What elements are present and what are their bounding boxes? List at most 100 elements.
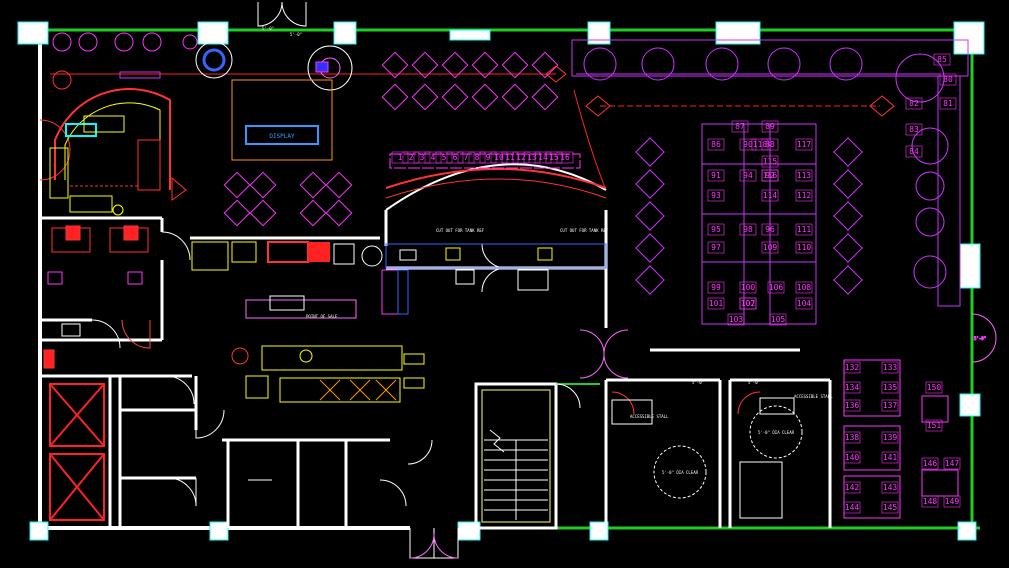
stall-right-label: ACCESSIBLE STALL (794, 394, 833, 399)
table-number-label: 86 (711, 140, 721, 149)
table-number-label: 109 (763, 243, 778, 252)
table-number-box (925, 381, 943, 394)
table-number-label: 12 (516, 153, 526, 162)
table-number-box (435, 151, 453, 164)
table-number-label: 81 (943, 99, 953, 108)
table-number-box (795, 138, 813, 151)
table-number-box (795, 189, 813, 202)
table-number-box (795, 169, 813, 182)
table-number-label: 80 (943, 75, 953, 84)
table-number-label: 101 (709, 299, 724, 308)
table-number-label: 88 (765, 140, 775, 149)
lounge-chairs (52, 32, 353, 91)
elevators (49, 383, 105, 521)
table-number-label: 147 (945, 459, 960, 468)
table-number-box (468, 151, 486, 164)
table-number-label: 106 (769, 283, 784, 292)
table-number-box (939, 73, 957, 86)
table-number-label: 2 (409, 153, 414, 162)
table-number-label: 140 (845, 453, 860, 462)
table-number-label: 89 (765, 122, 775, 131)
table-number-box (933, 53, 951, 66)
table-number-box (939, 97, 957, 110)
table-number-box (943, 457, 961, 470)
table-number-label: 5 (442, 153, 447, 162)
table-number-label: 113 (797, 171, 812, 180)
table-number-label: 110 (797, 243, 812, 252)
turning-right-label: 5'-0" DIA CLEAR (758, 430, 795, 435)
table-number-box (761, 120, 779, 133)
pass-label: POINT OF SALE (306, 314, 338, 319)
table-number-box (751, 138, 769, 151)
table-number-label: 151 (927, 421, 942, 430)
table-number-box (881, 501, 899, 514)
table-number-box (843, 399, 861, 412)
restroom-left-door-label: 5'-0" (692, 380, 704, 385)
table-number-label: 144 (845, 503, 860, 512)
table-number-box (739, 223, 757, 236)
table-number-label: 91 (711, 171, 721, 180)
small-tables-top (223, 51, 559, 227)
table-number-label: 114 (763, 191, 778, 200)
table-number-box (881, 451, 899, 464)
main-entry-label: 5'-0" (290, 32, 302, 37)
table-number-box (943, 495, 961, 508)
table-number-label: 150 (927, 383, 942, 392)
table-number-box (523, 151, 541, 164)
table-number-label: 8 (475, 153, 480, 162)
table-number-label: 112 (797, 191, 812, 200)
table-number-label: 135 (883, 383, 898, 392)
table-number-box (707, 297, 725, 310)
table-number-label: 3 (420, 153, 425, 162)
table-number-label: 95 (711, 225, 721, 234)
table-number-label: 97 (711, 243, 721, 252)
table-number-box (761, 241, 779, 254)
table-number-label: 133 (883, 363, 898, 372)
table-number-label: 148 (923, 497, 938, 506)
turning-left-label: 5'-0" DIA CLEAR (662, 470, 699, 475)
table-number-box (707, 241, 725, 254)
table-number-label: 118 (753, 140, 768, 149)
reception-desk (49, 88, 187, 216)
table-number-box (761, 169, 779, 182)
table-number-label: 146 (923, 459, 938, 468)
right-door-label: 5'-0" (974, 336, 986, 341)
table-number-box (534, 151, 552, 164)
table-number-box (413, 151, 431, 164)
table-number-label: 98 (743, 225, 753, 234)
table-number-label: 134 (845, 383, 860, 392)
table-number-label: 107 (741, 299, 756, 308)
table-number-box (905, 97, 923, 110)
table-number-label: 145 (883, 503, 898, 512)
table-number-box (402, 151, 420, 164)
table-number-box (795, 223, 813, 236)
table-number-label: 9 (486, 153, 491, 162)
table-number-box (479, 151, 497, 164)
tables-bottom-right: 5'-0" (843, 336, 987, 519)
table-number-label: 139 (883, 433, 898, 442)
table-number-label: 117 (797, 140, 812, 149)
table-number-label: 100 (741, 283, 756, 292)
table-number-box (556, 151, 574, 164)
table-number-box (739, 169, 757, 182)
table-number-box (391, 151, 409, 164)
table-number-box (761, 223, 779, 236)
display-label: DISPLAY (269, 133, 295, 140)
table-number-box (707, 281, 725, 294)
table-number-label: 116 (763, 171, 778, 180)
table-number-box (761, 155, 779, 168)
kitchen-equipment: POINT OF SALE (191, 241, 425, 403)
table-number-label: 15 (549, 153, 559, 162)
table-number-box (739, 297, 757, 310)
top-door-label: 5'-0" (262, 26, 274, 31)
table-number-box (843, 481, 861, 494)
table-number-box (424, 151, 442, 164)
table-number-label: 94 (743, 171, 753, 180)
table-number-box (905, 145, 923, 158)
table-number-label: 85 (937, 55, 947, 64)
table-number-box (727, 313, 745, 326)
restrooms: 5'-0" DIA CLEAR 5'-0" DIA CLEAR ACCESSIB… (611, 394, 833, 519)
table-number-box (769, 313, 787, 326)
stairs (474, 382, 600, 530)
